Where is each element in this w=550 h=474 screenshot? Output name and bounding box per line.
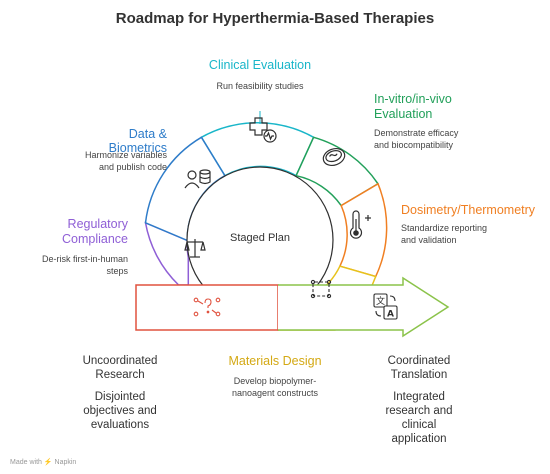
coordinated-arrow: [278, 276, 450, 338]
researcher-database-icon: [184, 169, 211, 189]
invitro-desc-line1: Demonstrate efficacy: [374, 128, 459, 138]
coordinated-desc-line2: research and: [385, 405, 453, 417]
scattered-network-icon: [193, 297, 221, 317]
nanoparticle-icon: [310, 279, 332, 299]
napkin-watermark: Made with ⚡ Napkin: [10, 459, 77, 466]
uncoordinated-title-line2: Research: [95, 369, 145, 381]
thermometer-icon: [349, 210, 371, 239]
coordinated-desc-line3: clinical: [401, 419, 437, 431]
coordinated-title-line2: Translation: [390, 369, 448, 381]
svg-text:文: 文: [376, 295, 385, 307]
uncoordinated-desc-line3: evaluations: [90, 419, 150, 431]
materials-title: Materials Design: [228, 354, 322, 368]
medical-cross-icon: [249, 117, 277, 143]
dosimetry-desc-line2: and validation: [401, 235, 457, 245]
invitro-title-line1: In-vitro/in-vivo: [374, 92, 452, 106]
regulatory-title-line1: Regulatory: [67, 217, 128, 231]
data-desc-line2: and publish code: [98, 162, 167, 172]
regulatory-desc-line2: steps: [106, 266, 128, 276]
regulatory-desc-line1: De-risk first-in-human: [41, 254, 128, 264]
clinical-title: Clinical Evaluation: [208, 58, 312, 72]
materials-desc-line1: Develop biopolymer-: [233, 376, 317, 386]
coordinated-desc-line4: application: [391, 433, 447, 445]
regulatory-title-line2: Compliance: [61, 232, 128, 246]
page-title: Roadmap for Hyperthermia-Based Therapies: [115, 10, 435, 27]
data-desc-line1: Harmonize variables: [84, 150, 167, 160]
data-title: Data & Biometrics: [108, 127, 167, 155]
uncoordinated-title-line1: Uncoordinated: [82, 355, 158, 367]
center-label: Staged Plan: [230, 232, 290, 244]
invitro-title-line2: Evaluation: [374, 107, 433, 121]
svg-text:A: A: [387, 310, 394, 320]
uncoordinated-box: [135, 284, 279, 331]
petri-dish-icon: [322, 147, 346, 167]
uncoordinated-desc-line1: Disjointed: [94, 391, 146, 403]
materials-desc-line2: nanoagent constructs: [231, 388, 319, 398]
coordinated-desc-line1: Integrated: [393, 391, 445, 403]
uncoordinated-desc-line2: objectives and: [83, 405, 157, 417]
dosimetry-desc-line1: Standardize reporting: [401, 223, 488, 233]
translate-icon: 文 A: [373, 293, 398, 320]
clinical-desc: Run feasibility studies: [216, 81, 304, 91]
invitro-desc-line2: and biocompatibility: [374, 140, 454, 150]
scales-of-justice-icon: [184, 239, 206, 258]
coordinated-title-line1: Coordinated: [387, 355, 451, 367]
dosimetry-title: Dosimetry/Thermometry: [401, 203, 536, 217]
